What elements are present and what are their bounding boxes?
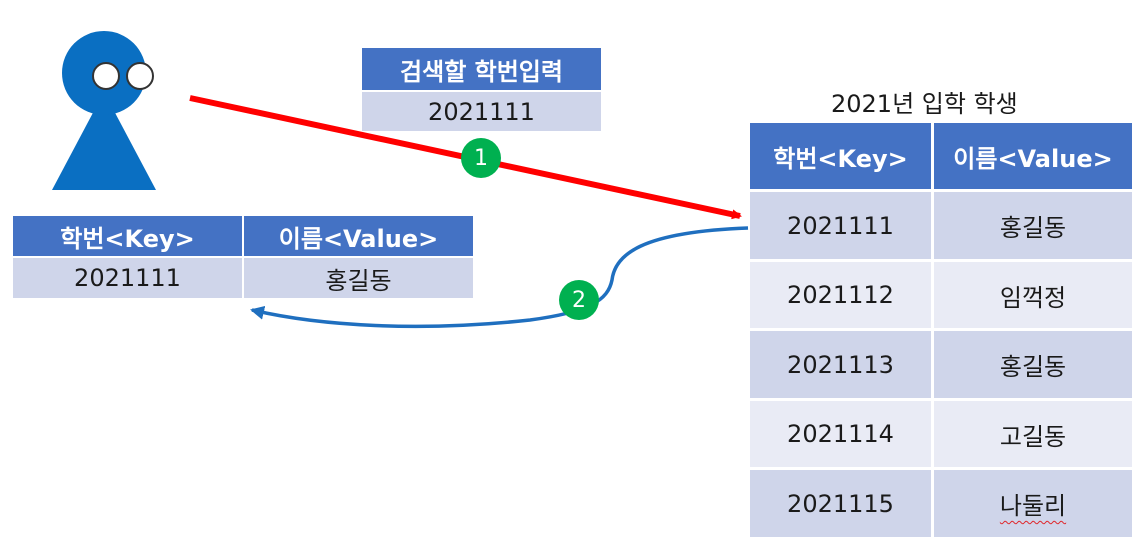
search-box-value: 2021111 bbox=[362, 92, 601, 131]
student-row-1-key: 2021111 bbox=[750, 192, 931, 259]
left-eye-icon bbox=[92, 62, 120, 90]
student-row-4-key: 2021114 bbox=[750, 401, 931, 467]
student-row-5-value-text: 나둘리 bbox=[999, 492, 1067, 520]
right-eye-icon bbox=[126, 62, 154, 90]
result-key-header: 학번<Key> bbox=[13, 216, 242, 256]
student-key-header: 학번<Key> bbox=[750, 123, 931, 189]
student-row-2-value: 임꺽정 bbox=[934, 262, 1132, 328]
student-row-2-key: 2021112 bbox=[750, 262, 931, 328]
student-row-5-key: 2021115 bbox=[750, 470, 931, 537]
step-2-badge: 2 bbox=[559, 280, 599, 320]
student-row-4-value: 고길동 bbox=[934, 401, 1132, 467]
student-row-1-value: 홍길동 bbox=[934, 192, 1132, 259]
student-row-3-value: 홍길동 bbox=[934, 331, 1132, 398]
result-value-cell: 홍길동 bbox=[244, 258, 473, 298]
search-box-header: 검색할 학번입력 bbox=[362, 48, 601, 90]
student-row-5-value: 나둘리 bbox=[934, 470, 1132, 537]
result-value-header: 이름<Value> bbox=[244, 216, 473, 256]
person-icon bbox=[52, 31, 156, 190]
student-value-header: 이름<Value> bbox=[934, 123, 1132, 189]
student-table-title: 2021년 입학 학생 bbox=[831, 90, 1018, 118]
step-1-badge: 1 bbox=[461, 138, 501, 178]
result-key-cell: 2021111 bbox=[13, 258, 242, 298]
student-row-3-key: 2021113 bbox=[750, 331, 931, 398]
